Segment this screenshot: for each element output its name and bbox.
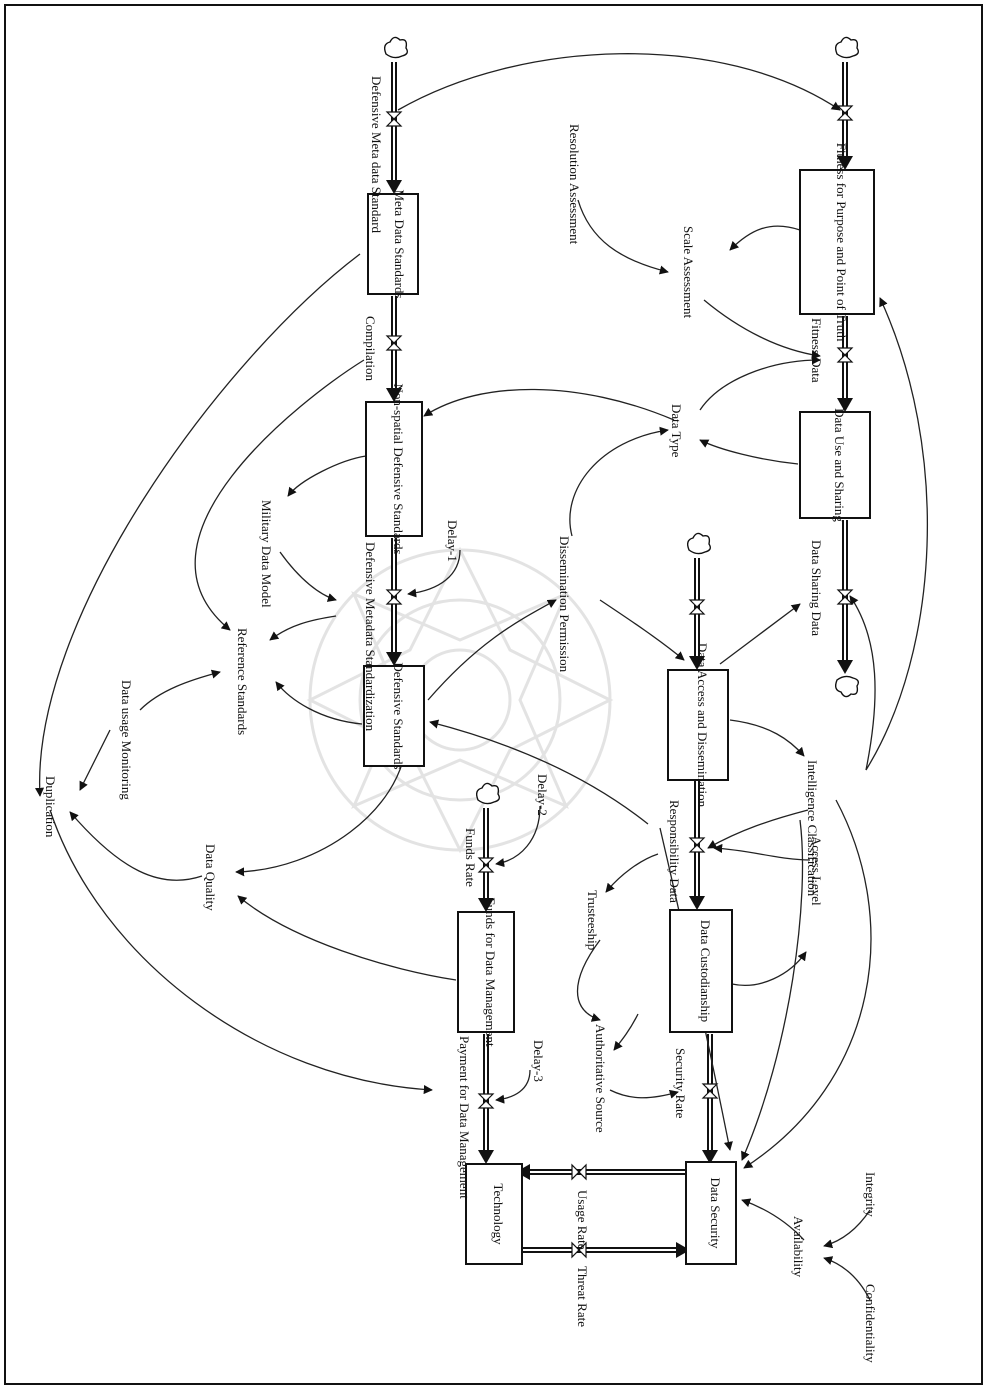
variable-data-quality: Data Quality [203,844,218,911]
variable-trusteeship: Trusteeship [585,890,600,950]
variable-dissemination-permission: Dissemination Permission [557,536,572,673]
svg-text:Data Custodianship: Data Custodianship [698,920,713,1022]
variable-data-usage-monitoring: Data usage Monitoring [119,680,134,800]
variable-access-level: Access Level [809,836,824,906]
flow-valve-icon [385,105,854,1259]
connectors [35,53,928,1301]
flow-label-payment-for-data-management: Payment for Data Management [457,1036,472,1199]
flow-label-fitness-data: Fitness Data [809,318,824,383]
stock-technology: Technology [465,1163,523,1265]
stock-funds-for-data-management: Funds for Data Management [457,897,515,1047]
stock-non-spatial-defensive-standards: Non-spatial Defensive Standards [365,383,423,555]
flow-label-compilation: Compilation [363,316,378,382]
svg-text:Funds for Data Management: Funds for Data Management [483,897,498,1046]
variable-availability: Availability [791,1216,806,1278]
source-cloud-icon [383,36,860,805]
flow-label-threat-rate: Threat Rate [575,1266,590,1327]
variable-delay-3: Delay-3 [531,1040,546,1082]
svg-text:Fitness for Purpose and Point: Fitness for Purpose and Point of Truth [834,143,849,342]
svg-text:Data Use and Sharing: Data Use and Sharing [832,408,847,522]
flow-label-defensive-metadata-standardization: Defensive Metadata Standardization [363,542,378,732]
flow-label-data-sharing-data: Data Sharing Data [809,540,824,636]
variable-integrity: Integrity [863,1172,878,1217]
pipe-arrowheads [386,156,853,1258]
variable-duplication: Duplication [43,776,58,838]
variable-delay-2: Delay-2 [535,774,550,816]
variable-reference-standards: Reference Standards [235,628,250,735]
variable-resolution-assessment: Resolution Assessment [567,124,582,245]
stock-data-security: Data Security [685,1161,737,1265]
flow-label-usage-rate: Usage Rate [575,1190,590,1250]
stock-data-access-and-dissemination: Data Access and Dissemination [667,643,729,808]
svg-text:Data Access and Dissemination: Data Access and Dissemination [695,643,710,808]
flow-label-funds-rate: Funds Rate [463,828,478,887]
outer-border [4,4,983,1385]
variable-authoritative-source: Authoritative Source [593,1024,608,1133]
stock-data-custodianship: Data Custodianship [669,909,733,1033]
svg-text:Meta Data Standards: Meta Data Standards [392,189,407,298]
svg-text:Non-spatial Defensive Standard: Non-spatial Defensive Standards [391,383,406,554]
flow-label-responsibility-data: Responsibility Data [667,800,682,903]
flow-label-defensive-meta-data-standard: Defensive Meta data Standard [369,76,384,234]
svg-text:Data Security: Data Security [708,1177,723,1249]
variable-scale-assessment: Scale Assessment [681,226,696,318]
stock-defensive-standards: Defensive Standards [363,662,425,770]
svg-text:Defensive Standards: Defensive Standards [391,662,406,769]
variable-intelligence-classification: Intelligence Classification [805,760,820,897]
svg-text:Technology: Technology [491,1183,506,1245]
variable-data-type: Data Type [669,404,684,458]
flow-label-security-rate: Security Rate [673,1048,688,1119]
stock-meta-data-standards: Meta Data Standards [367,189,419,299]
stock-fitness-for-purpose: Fitness for Purpose and Point of Truth [799,143,875,342]
variable-military-data-model: Military Data Model [259,500,274,608]
variable-delay-1: Delay-1 [445,520,460,562]
stock-data-use-and-sharing: Data Use and Sharing [799,408,871,522]
variable-confidentiality: Confidentiality [863,1284,878,1363]
